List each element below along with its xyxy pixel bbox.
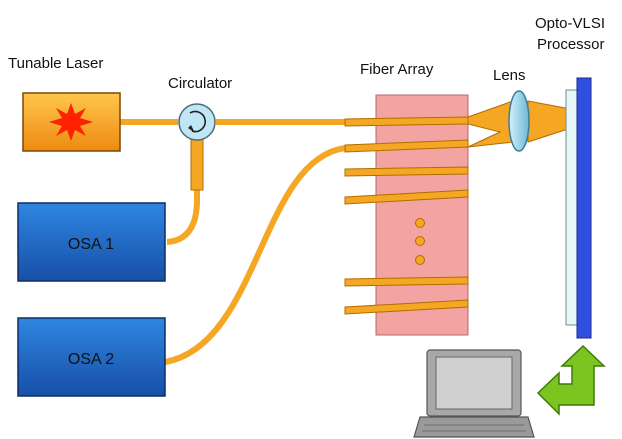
lens-label: Lens [493, 67, 526, 84]
laptop-base [413, 416, 535, 438]
opto-vlsi-processor [565, 77, 592, 339]
osa2-label: OSA 2 [68, 351, 114, 368]
array-fiber-5 [344, 276, 469, 287]
tunable-laser-label: Tunable Laser [8, 55, 103, 72]
circulator-port [190, 137, 204, 191]
fibers [119, 119, 346, 365]
osa2-to-array-fiber [164, 145, 346, 365]
circulator-arrow-head [188, 125, 195, 133]
beam-lens-to-processor [527, 100, 572, 143]
laptop-icon [413, 349, 535, 438]
fiber-array-block [375, 94, 469, 336]
array-fiber-6 [344, 299, 469, 315]
beam-array-to-lens [467, 100, 514, 148]
array-fiber-3 [344, 166, 469, 177]
lens [508, 90, 530, 152]
fiber-array [344, 94, 469, 336]
processor-panel [576, 77, 592, 339]
processor-label-line1: Opto-VLSI [535, 15, 605, 32]
laser-star-icon [49, 103, 93, 141]
laptop-screen [435, 356, 513, 410]
array-fiber-4 [344, 189, 469, 205]
osa-2: OSA 2 [17, 317, 166, 397]
dot-1 [415, 218, 425, 228]
array-fiber-1 [344, 116, 469, 127]
osa2-box [17, 317, 166, 397]
circulator-arrow-icon [189, 110, 206, 133]
dot-2 [415, 236, 425, 246]
osa1-box [17, 202, 166, 282]
osa-1: OSA 1 [17, 202, 166, 282]
dot-3 [415, 255, 425, 265]
circulator [178, 103, 216, 191]
processor-label-line2: Processor [537, 36, 605, 53]
fiber-array-label: Fiber Array [360, 61, 434, 78]
circulator-body [178, 103, 216, 141]
circulator-to-osa1-fiber [166, 140, 200, 245]
feedback-arrow-icon [536, 344, 606, 416]
tunable-laser [22, 92, 121, 152]
ellipsis-dots [415, 218, 425, 265]
circulator-label: Circulator [168, 75, 232, 92]
osa1-label: OSA 1 [68, 236, 114, 253]
